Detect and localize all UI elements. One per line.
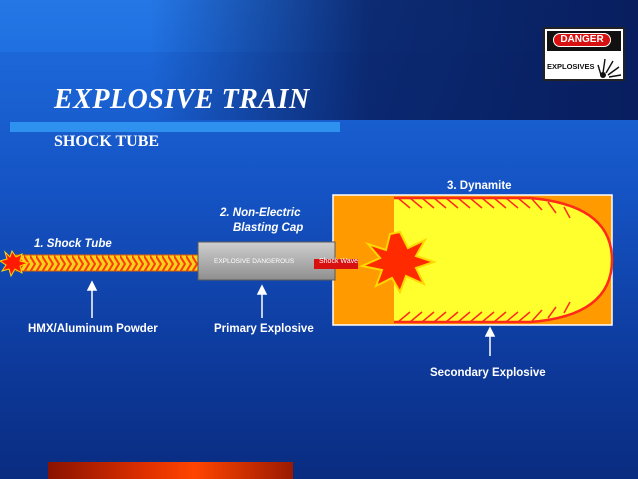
shock-wave-marker [314, 259, 358, 269]
detonation-front [394, 196, 614, 324]
callout-secondary: Secondary Explosive [430, 367, 546, 379]
bottom-accent-bar [48, 462, 293, 479]
shock-wave-label: Shock Wave [319, 258, 359, 265]
initiation-flash [0, 249, 30, 278]
dynamite-reaction-zone [394, 198, 612, 322]
cap-body-text: EXPLOSIVE DANGEROUS [214, 258, 295, 265]
callout-hmx: HMX/Aluminum Powder [28, 323, 158, 335]
sign-label: EXPLOSIVES [547, 62, 595, 71]
label-dynamite: 3. Dynamite [447, 180, 512, 192]
front-spikes-bottom [397, 301, 571, 323]
callout-primary: Primary Explosive [214, 323, 314, 335]
danger-explosives-sign: DANGER EXPLOSIVES [543, 27, 625, 81]
page-subtitle: SHOCK TUBE [54, 133, 160, 150]
page-title: EXPLOSIVE TRAIN [54, 84, 310, 115]
label-shock-tube: 1. Shock Tube [34, 238, 112, 250]
shock-tube [15, 254, 200, 272]
title-underline [10, 122, 340, 132]
detonation-burst [358, 230, 438, 295]
danger-badge: DANGER [553, 33, 611, 47]
label-blasting-cap-2: Blasting Cap [233, 222, 304, 234]
explosion-icon [597, 58, 622, 78]
callout-arrows [86, 280, 496, 356]
front-spikes-top [397, 197, 571, 219]
label-blasting-cap-1: 2. Non-Electric [220, 207, 301, 219]
blasting-cap [197, 241, 336, 281]
